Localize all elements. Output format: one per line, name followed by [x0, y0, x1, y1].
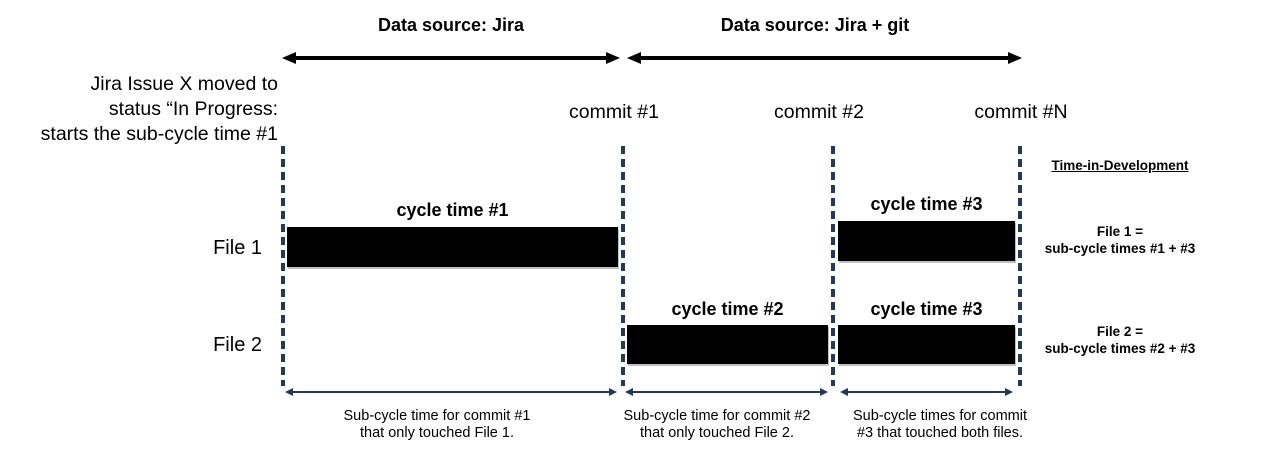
dashed-line-commit-1 [621, 146, 625, 386]
dim-shaft [629, 391, 824, 393]
sub-cycle-1-caption-line: that only touched File 1. [360, 425, 514, 441]
commit-n-label: commit #N [974, 101, 1068, 123]
commit-1-label: commit #1 [569, 101, 659, 123]
sub-cycle-2-caption-line: that only touched File 2. [640, 425, 794, 441]
right-arrowhead-icon [820, 388, 828, 396]
cycle-time-3-file-1-label: cycle time #3 [870, 194, 983, 214]
file-1-row-label: File 1 [213, 237, 262, 259]
issue-start-note-line: status “In Progress: [108, 98, 278, 120]
file-2-total-entry: File 2 = sub-cycle times #2 + #3 [1020, 323, 1220, 357]
jira-span-title: Data source: Jira [377, 15, 525, 35]
dashed-line-commit-2 [831, 146, 835, 386]
issue-start-note-line: starts the sub-cycle time #1 [40, 123, 278, 145]
bar-cycle-3-file-1 [838, 221, 1015, 261]
issue-start-note: Jira Issue X moved to status “In Progres… [0, 72, 278, 147]
bar-cycle-1-file-1 [287, 227, 618, 267]
dim-shaft [844, 391, 1009, 393]
file-1-total-entry: File 1 = sub-cycle times #1 + #3 [1020, 223, 1220, 257]
sub-cycle-2-span-line [625, 387, 828, 397]
dashed-line-commit-n [1018, 146, 1022, 386]
sub-cycle-1-caption: Sub-cycle time for commit #1 that only t… [287, 408, 587, 442]
sub-cycle-2-caption: Sub-cycle time for commit #2 that only t… [567, 408, 867, 442]
right-arrowhead-icon [606, 52, 620, 64]
right-arrowhead-icon [1005, 388, 1013, 396]
cycle-time-3-file-2-label: cycle time #3 [870, 299, 983, 319]
time-in-development-title: Time-in-Development [1051, 158, 1189, 173]
right-arrowhead-icon [609, 388, 617, 396]
file-2-row-label: File 2 [213, 334, 262, 356]
cycle-time-2-label: cycle time #2 [671, 299, 784, 319]
sub-cycle-3-span-line [840, 387, 1013, 397]
issue-start-note-line: Jira Issue X moved to [90, 73, 279, 95]
file-2-total-name: File 2 = [1096, 324, 1144, 339]
jira-git-span-arrow [627, 52, 1022, 64]
arrow-shaft [634, 56, 1015, 60]
sub-cycle-3-caption-line: #3 that touched both files. [856, 425, 1024, 441]
dashed-line-issue-start [281, 146, 285, 386]
dim-shaft [289, 391, 613, 393]
sub-cycle-3-caption: Sub-cycle times for commit #3 that touch… [790, 408, 1090, 442]
sub-cycle-1-caption-line: Sub-cycle time for commit #1 [343, 408, 531, 424]
jira-git-span-title: Data source: Jira + git [720, 15, 910, 35]
file-1-total-name: File 1 = [1096, 224, 1144, 239]
jira-span-arrow [282, 52, 620, 64]
file-2-total-value: sub-cycle times #2 + #3 [1044, 341, 1196, 356]
sub-cycle-3-caption-line: Sub-cycle times for commit [852, 408, 1028, 424]
sub-cycle-2-caption-line: Sub-cycle time for commit #2 [623, 408, 811, 424]
commit-2-label: commit #2 [774, 101, 864, 123]
sub-cycle-1-span-line [285, 387, 617, 397]
right-arrowhead-icon [1008, 52, 1022, 64]
bar-cycle-3-file-2 [838, 325, 1015, 364]
arrow-shaft [289, 56, 613, 60]
bar-cycle-2-file-2 [627, 325, 828, 364]
file-1-total-value: sub-cycle times #1 + #3 [1044, 241, 1196, 256]
cycle-time-1-label: cycle time #1 [396, 200, 509, 220]
